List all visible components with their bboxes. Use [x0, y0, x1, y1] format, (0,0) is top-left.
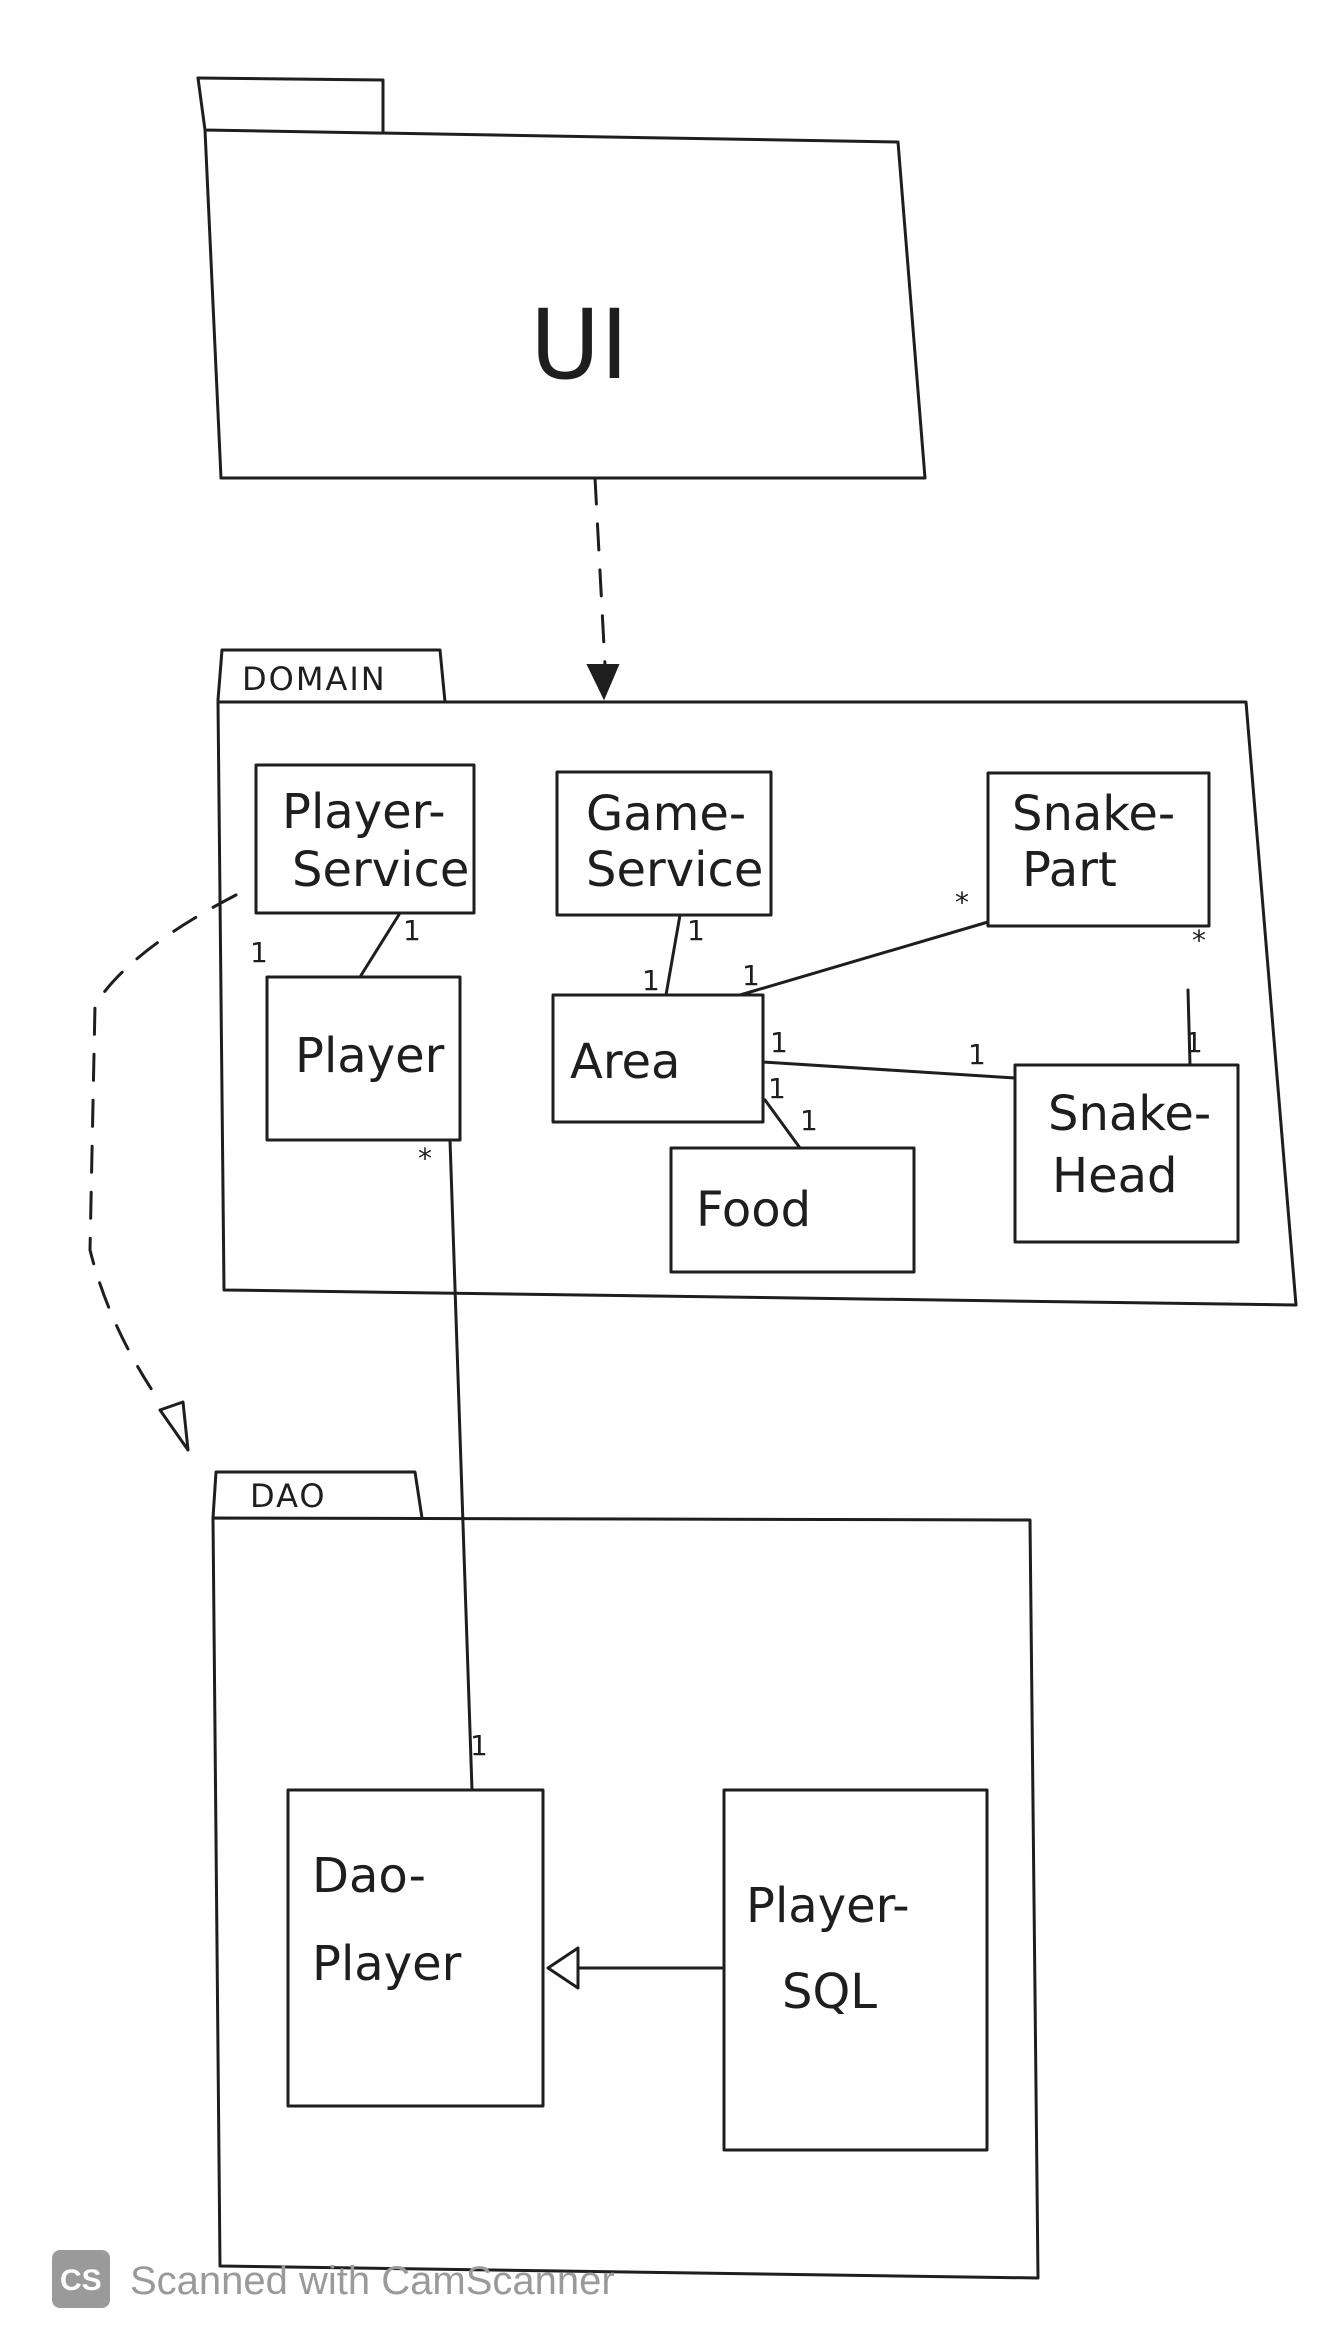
mult-label: 1: [1185, 1026, 1203, 1059]
dependency-domain-to-dao: [88, 893, 238, 1452]
assoc-snakepart-snakehead: [1186, 988, 1192, 1067]
class-game-service: Game- Service: [555, 770, 773, 917]
class-player-service: Player- Service: [254, 763, 476, 915]
package-dao: DAO: [211, 1470, 1040, 2280]
dependency-line: [593, 476, 607, 667]
package-ui-label: UI: [530, 289, 629, 401]
dependency-ui-to-domain: [586, 476, 620, 701]
package-dao-tab: [211, 1470, 424, 1520]
arrowhead-hollow-triangle: [546, 1946, 580, 1990]
class-box: [254, 763, 476, 915]
class-name-line1: Player-: [746, 1878, 910, 1934]
mult-label: 1: [742, 959, 760, 992]
mult-label: *: [955, 886, 969, 919]
class-dao-player: Dao- Player: [286, 1788, 545, 2108]
class-name-line1: Player-: [282, 784, 446, 840]
arrowhead-filled: [586, 664, 620, 701]
class-player: Player: [265, 975, 462, 1142]
class-food: Food: [669, 1146, 916, 1274]
mult-label: 1: [642, 964, 660, 997]
mult-label: 1: [770, 1026, 788, 1059]
class-name-line1: Snake-: [1012, 786, 1175, 842]
class-box: [669, 1146, 916, 1274]
package-domain-tab: [216, 648, 447, 704]
class-name: Player: [295, 1028, 445, 1084]
class-name-line2: Player: [312, 1936, 462, 1992]
package-domain-body: [216, 700, 1298, 1307]
class-snake-part: Snake- Part: [986, 771, 1211, 928]
package-ui: UI: [196, 76, 927, 480]
class-name: Area: [570, 1034, 680, 1090]
mult-label: 1: [470, 1729, 488, 1762]
class-snake-head: Snake- Head: [1013, 1063, 1240, 1244]
assoc-area-food: [763, 1098, 802, 1150]
package-ui-body: [196, 76, 927, 480]
class-box: [265, 975, 462, 1142]
assoc-area-snakepart: [738, 920, 990, 997]
class-name-line2: Part: [1022, 842, 1117, 898]
class-box: [722, 1788, 989, 2152]
class-box: [1013, 1063, 1240, 1244]
class-name-line1: Snake-: [1048, 1086, 1211, 1142]
dependency-line: [88, 893, 238, 1407]
package-domain: DOMAIN: [216, 648, 1298, 1307]
package-ui-tab: [196, 76, 385, 134]
multiplicities: 1 1 1 1 1 * 1 1 1 1 * 1 * 1: [250, 886, 1206, 1762]
mult-label: 1: [800, 1104, 818, 1137]
class-name-line2: Service: [586, 842, 763, 898]
class-box: [286, 1788, 545, 2108]
mult-label: *: [418, 1142, 432, 1175]
class-name-line1: Game-: [586, 786, 746, 842]
realization-playersql-daoplayer: [546, 1946, 726, 1990]
class-box: [986, 771, 1211, 928]
camscanner-logo-text: CS: [60, 2264, 102, 2297]
class-name-line1: Dao-: [312, 1848, 426, 1904]
package-dao-body: [211, 1516, 1040, 2280]
associations-domain: [358, 911, 1192, 1150]
mult-label: 1: [687, 914, 705, 947]
mult-label: 1: [403, 914, 421, 947]
class-name-line2: SQL: [782, 1964, 877, 2020]
camscanner-logo-icon: [52, 2250, 110, 2308]
class-player-sql: Player- SQL: [722, 1788, 989, 2152]
class-box: [551, 993, 765, 1124]
assoc-area-snakehead: [761, 1060, 1017, 1080]
class-area: Area: [551, 993, 765, 1124]
class-name: Food: [696, 1182, 811, 1238]
class-name-line2: Service: [292, 842, 469, 898]
package-dao-label: DAO: [250, 1477, 327, 1515]
camscanner-watermark: CS Scanned with CamScanner: [52, 2250, 615, 2308]
mult-label: 1: [768, 1072, 786, 1105]
class-name-line2: Head: [1052, 1148, 1178, 1204]
mult-label: 1: [250, 936, 268, 969]
camscanner-text: Scanned with CamScanner: [130, 2259, 615, 2303]
mult-label: *: [1192, 924, 1206, 957]
package-domain-label: DOMAIN: [242, 660, 387, 698]
assoc-playerservice-player: [358, 911, 402, 979]
arrowhead-open: [158, 1400, 190, 1452]
assoc-gameservice-area: [664, 913, 682, 997]
assoc-player-daoplayer: [448, 1138, 474, 1792]
mult-label: 1: [968, 1038, 986, 1071]
class-box: [555, 770, 773, 917]
